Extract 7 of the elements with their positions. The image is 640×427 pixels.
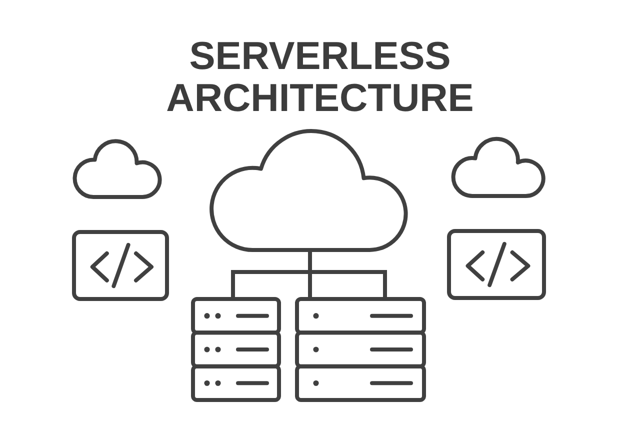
code-window-icon bbox=[447, 229, 546, 300]
cloud-icon bbox=[209, 129, 408, 252]
server-stack-icon bbox=[295, 297, 426, 402]
cloud-icon bbox=[71, 139, 164, 199]
code-window-icon bbox=[72, 230, 169, 301]
title: SERVERLESS ARCHITECTURE bbox=[165, 36, 475, 120]
server-stack-icon bbox=[191, 297, 281, 402]
